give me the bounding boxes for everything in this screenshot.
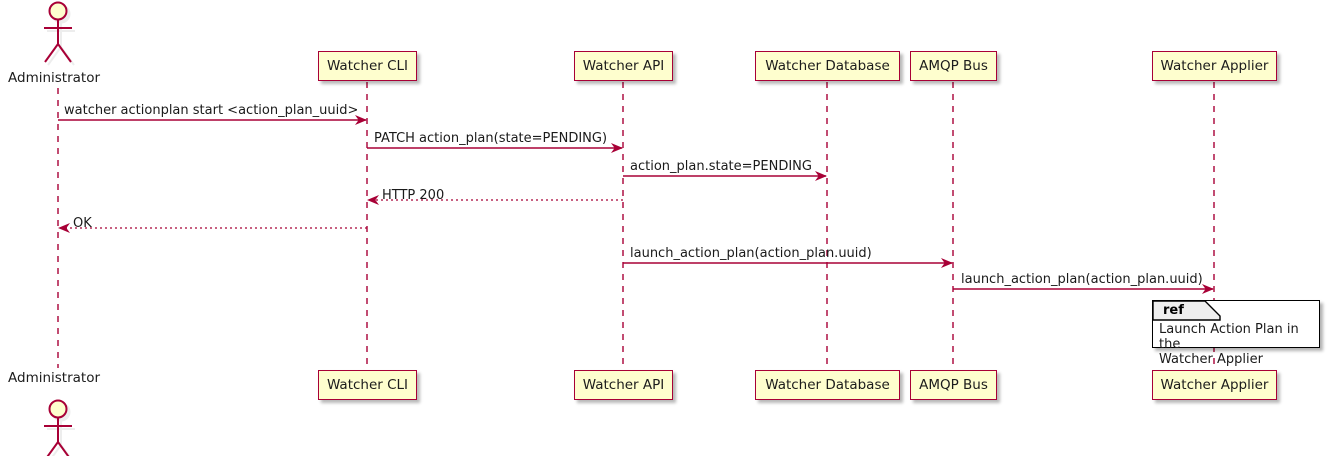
ref-fragment-tab (1153, 301, 1221, 320)
message-label-msg-7: launch_action_plan(action_plan.uuid) (961, 272, 1203, 287)
message-label-msg-3: action_plan.state=PENDING (630, 159, 812, 174)
participant-label-amqp-bus-top: AMQP Bus (919, 58, 988, 74)
participant-box-watcher-api-bottom[interactable]: Watcher API (574, 370, 673, 400)
participant-label-watcher-cli-top: Watcher CLI (326, 58, 409, 74)
participant-label-watcher-applier-top: Watcher Applier (1160, 58, 1269, 74)
message-label-msg-1: watcher actionplan start <action_plan_uu… (64, 103, 359, 118)
actor-label-administrator-top: Administrator (8, 70, 101, 86)
actor-head-administrator-bottom (48, 399, 68, 419)
actor-leg-right-administrator-bottom (57, 441, 70, 456)
ref-fragment-box[interactable]: ref Launch Action Plan in the Watcher Ap… (1152, 300, 1320, 367)
ref-fragment-line-2: Watcher Applier (1159, 352, 1263, 367)
participant-box-watcher-applier-bottom[interactable]: Watcher Applier (1152, 370, 1277, 400)
participant-box-watcher-cli-bottom[interactable]: Watcher CLI (318, 370, 417, 400)
ref-fragment-line-1: Launch Action Plan in the (1159, 322, 1299, 352)
actor-leg-left-administrator-top (44, 43, 59, 63)
message-label-msg-4: HTTP 200 (382, 188, 445, 203)
participant-label-watcher-api-bottom: Watcher API (582, 377, 665, 393)
message-label-msg-5: OK (73, 216, 92, 231)
participant-label-watcher-database-bottom: Watcher Database (765, 377, 890, 393)
message-arrows-group (58, 115, 1214, 294)
actor-figure-administrator-bottom[interactable] (44, 399, 75, 456)
lifelines-group (57, 82, 1215, 370)
message-label-msg-2: PATCH action_plan(state=PENDING) (374, 131, 608, 146)
message-label-msg-6: launch_action_plan(action_plan.uuid) (630, 246, 872, 261)
participant-box-watcher-cli-top[interactable]: Watcher CLI (318, 51, 417, 81)
actor-leg-left-administrator-bottom (51, 444, 62, 456)
participant-box-watcher-api-top[interactable]: Watcher API (574, 51, 673, 81)
actor-leg-right-administrator-top (57, 43, 72, 63)
actor-label-administrator-bottom: Administrator (8, 370, 101, 386)
ref-fragment-body: Launch Action Plan in the Watcher Applie… (1159, 322, 1319, 367)
participant-label-amqp-bus-bottom: AMQP Bus (919, 377, 988, 393)
participant-box-amqp-bus-bottom[interactable]: AMQP Bus (910, 370, 997, 400)
participant-label-watcher-api-top: Watcher API (582, 58, 665, 74)
participant-label-watcher-database-top: Watcher Database (765, 58, 890, 74)
ref-fragment-tab-outline (1153, 301, 1221, 321)
participant-box-watcher-applier-top[interactable]: Watcher Applier (1152, 51, 1277, 81)
participant-box-amqp-bus-top[interactable]: AMQP Bus (910, 51, 997, 81)
participant-box-watcher-database-bottom[interactable]: Watcher Database (755, 370, 900, 400)
ref-fragment-tab-label: ref (1163, 303, 1184, 318)
actor-head-administrator-top (48, 1, 68, 21)
participant-label-watcher-cli-bottom: Watcher CLI (326, 377, 409, 393)
participant-label-watcher-applier-bottom: Watcher Applier (1160, 377, 1269, 393)
actor-figures-group (44, 1, 75, 456)
actor-leg-left-administrator-top (47, 46, 62, 66)
actor-figure-administrator-top[interactable] (44, 1, 75, 66)
actor-leg-left-administrator-bottom (46, 441, 59, 456)
participant-box-watcher-database-top[interactable]: Watcher Database (755, 51, 900, 81)
